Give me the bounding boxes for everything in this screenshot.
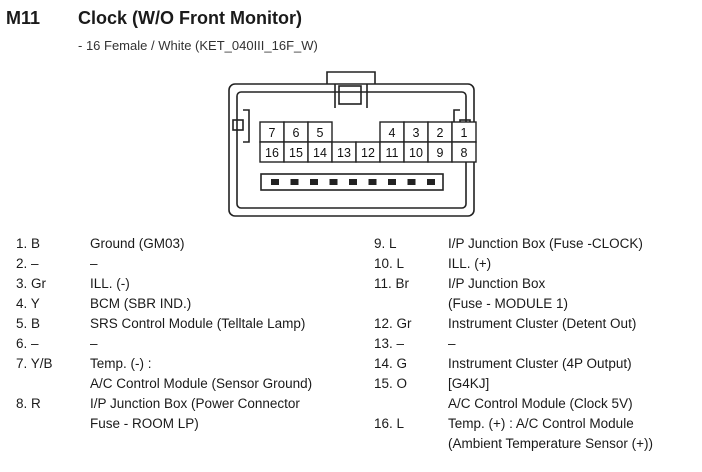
connector-latch <box>326 71 376 84</box>
pin-row: 10. L ILL. (+) <box>374 254 653 274</box>
pin-row: 3. Gr ILL. (-) <box>16 274 312 294</box>
pin-label: 4. Y <box>16 296 40 311</box>
pin-description: Fuse - ROOM LP) <box>90 416 199 431</box>
pin-row: (Fuse - MODULE 1) <box>374 294 653 314</box>
pin-label <box>16 374 90 394</box>
pin-label: 12. Gr <box>374 316 412 331</box>
pin-row: 1. B Ground (GM03) <box>16 234 312 254</box>
pin-row: 4. Y BCM (SBR IND.) <box>16 294 312 314</box>
pin-row: 2. – – <box>16 254 312 274</box>
pin-description: Ground (GM03) <box>90 236 185 251</box>
pin-number: 5 <box>317 126 324 140</box>
pin-label <box>16 414 90 434</box>
pin-label: 6. – <box>16 336 39 351</box>
pin-label: 2. – <box>16 256 39 271</box>
pin-label <box>374 294 448 314</box>
connector-subtitle: - 16 Female / White (KET_040III_16F_W) <box>78 38 318 53</box>
rail-slot <box>290 179 299 185</box>
pin-description: Temp. (-) : <box>90 356 152 371</box>
pin-number: 10 <box>409 146 423 160</box>
rail-slot <box>407 179 416 185</box>
pin-number: 11 <box>386 146 399 160</box>
pin-number: 12 <box>361 146 375 160</box>
rail-slot <box>271 179 279 185</box>
pin-number: 9 <box>437 146 444 160</box>
pin-description: BCM (SBR IND.) <box>90 296 192 311</box>
pin-description: ILL. (-) <box>90 276 130 291</box>
pin-description: ILL. (+) <box>448 256 492 271</box>
pin-label: 9. L <box>374 236 397 251</box>
pin-row: 9. L I/P Junction Box (Fuse -CLOCK) <box>374 234 653 254</box>
pin-description: I/P Junction Box (Power Connector <box>90 396 300 411</box>
pin-label: 15. O <box>374 376 408 391</box>
pin-row: 7. Y/B Temp. (-) : <box>16 354 312 374</box>
pin-description: – <box>448 336 456 351</box>
pin-row: 16. L Temp. (+) : A/C Control Module <box>374 414 653 434</box>
pin-row: (Ambient Temperature Sensor (+)) <box>374 434 653 454</box>
pin-number: 14 <box>313 146 327 160</box>
connector-bottom-rail <box>260 173 444 191</box>
connector-code: M11 <box>6 8 41 28</box>
pin-label: 7. Y/B <box>16 356 53 371</box>
connector-latch-window <box>338 85 362 105</box>
pin-list-right: 9. L I/P Junction Box (Fuse -CLOCK) 10. L I… <box>374 234 653 454</box>
pin-label <box>374 394 448 414</box>
pin-number: 2 <box>437 126 444 140</box>
pin-label: 11. Br <box>374 276 410 291</box>
pin-description: Temp. (+) : A/C Control Module <box>448 416 634 431</box>
pin-number: 1 <box>461 126 468 140</box>
pin-row: 11. Br I/P Junction Box <box>374 274 653 294</box>
pin-number: 15 <box>289 146 303 160</box>
rail-slot <box>368 179 377 185</box>
left-key <box>232 119 244 131</box>
pin-row: 15. O [G4KJ] <box>374 374 653 394</box>
pin-number: 6 <box>293 126 300 140</box>
pin-label: 1. B <box>16 236 41 251</box>
pin-row: 5. B SRS Control Module (Telltale Lamp) <box>16 314 312 334</box>
pin-description: I/P Junction Box <box>448 276 546 291</box>
rail-slot <box>310 179 318 185</box>
pin-label: 5. B <box>16 316 41 331</box>
pin-label: 10. L <box>374 256 405 271</box>
pin-description: (Ambient Temperature Sensor (+)) <box>448 436 653 451</box>
pin-row: 12. Gr Instrument Cluster (Detent Out) <box>374 314 653 334</box>
pin-list-left: 1. B Ground (GM03) 2. – – 3. Gr ILL. (-) 4. Y B… <box>16 234 312 434</box>
pin-label: 3. Gr <box>16 276 47 291</box>
pin-cell <box>451 141 477 163</box>
pin-number: 8 <box>461 146 468 160</box>
pin-row: A/C Control Module (Clock 5V) <box>374 394 653 414</box>
pin-label <box>374 434 448 454</box>
pin-number: 13 <box>337 146 351 160</box>
pin-number: 4 <box>389 126 396 140</box>
connector-title: Clock (W/O Front Monitor) <box>78 8 302 28</box>
pin-description: – <box>90 336 98 351</box>
pin-row: 8. R I/P Junction Box (Power Connector <box>16 394 312 414</box>
pin-row: 6. – – <box>16 334 312 354</box>
pin-row: Fuse - ROOM LP) <box>16 414 312 434</box>
pin-description: A/C Control Module (Clock 5V) <box>448 396 633 411</box>
pin-description: SRS Control Module (Telltale Lamp) <box>90 316 306 331</box>
pin-description: (Fuse - MODULE 1) <box>448 296 569 311</box>
pin-row: 13. – – <box>374 334 653 354</box>
pin-label: 8. R <box>16 396 41 411</box>
rail-slot <box>388 179 396 185</box>
pin-row: 14. G Instrument Cluster (4P Output) <box>374 354 653 374</box>
pin-label: 16. L <box>374 416 405 431</box>
pin-description: Instrument Cluster (4P Output) <box>448 356 632 371</box>
pin-description: [G4KJ] <box>448 376 490 391</box>
pin-description: – <box>90 256 98 271</box>
rail-slot <box>349 179 357 185</box>
pin-label: 13. – <box>374 336 405 351</box>
pin-description: A/C Control Module (Sensor Ground) <box>90 376 313 391</box>
pin-number: 16 <box>265 146 279 160</box>
pin-number: 7 <box>269 126 276 140</box>
connector-diagram: 7 6 5 4 3 2 1 16 15 14 13 12 11 10 9 8 <box>228 71 477 217</box>
pin-description: I/P Junction Box (Fuse -CLOCK) <box>448 236 643 251</box>
pin-row: A/C Control Module (Sensor Ground) <box>16 374 312 394</box>
pin-label: 14. G <box>374 356 408 371</box>
rail-slot <box>427 179 435 185</box>
pin-description: Instrument Cluster (Detent Out) <box>448 316 637 331</box>
rail-slot <box>329 179 338 185</box>
pin-number: 3 <box>413 126 420 140</box>
